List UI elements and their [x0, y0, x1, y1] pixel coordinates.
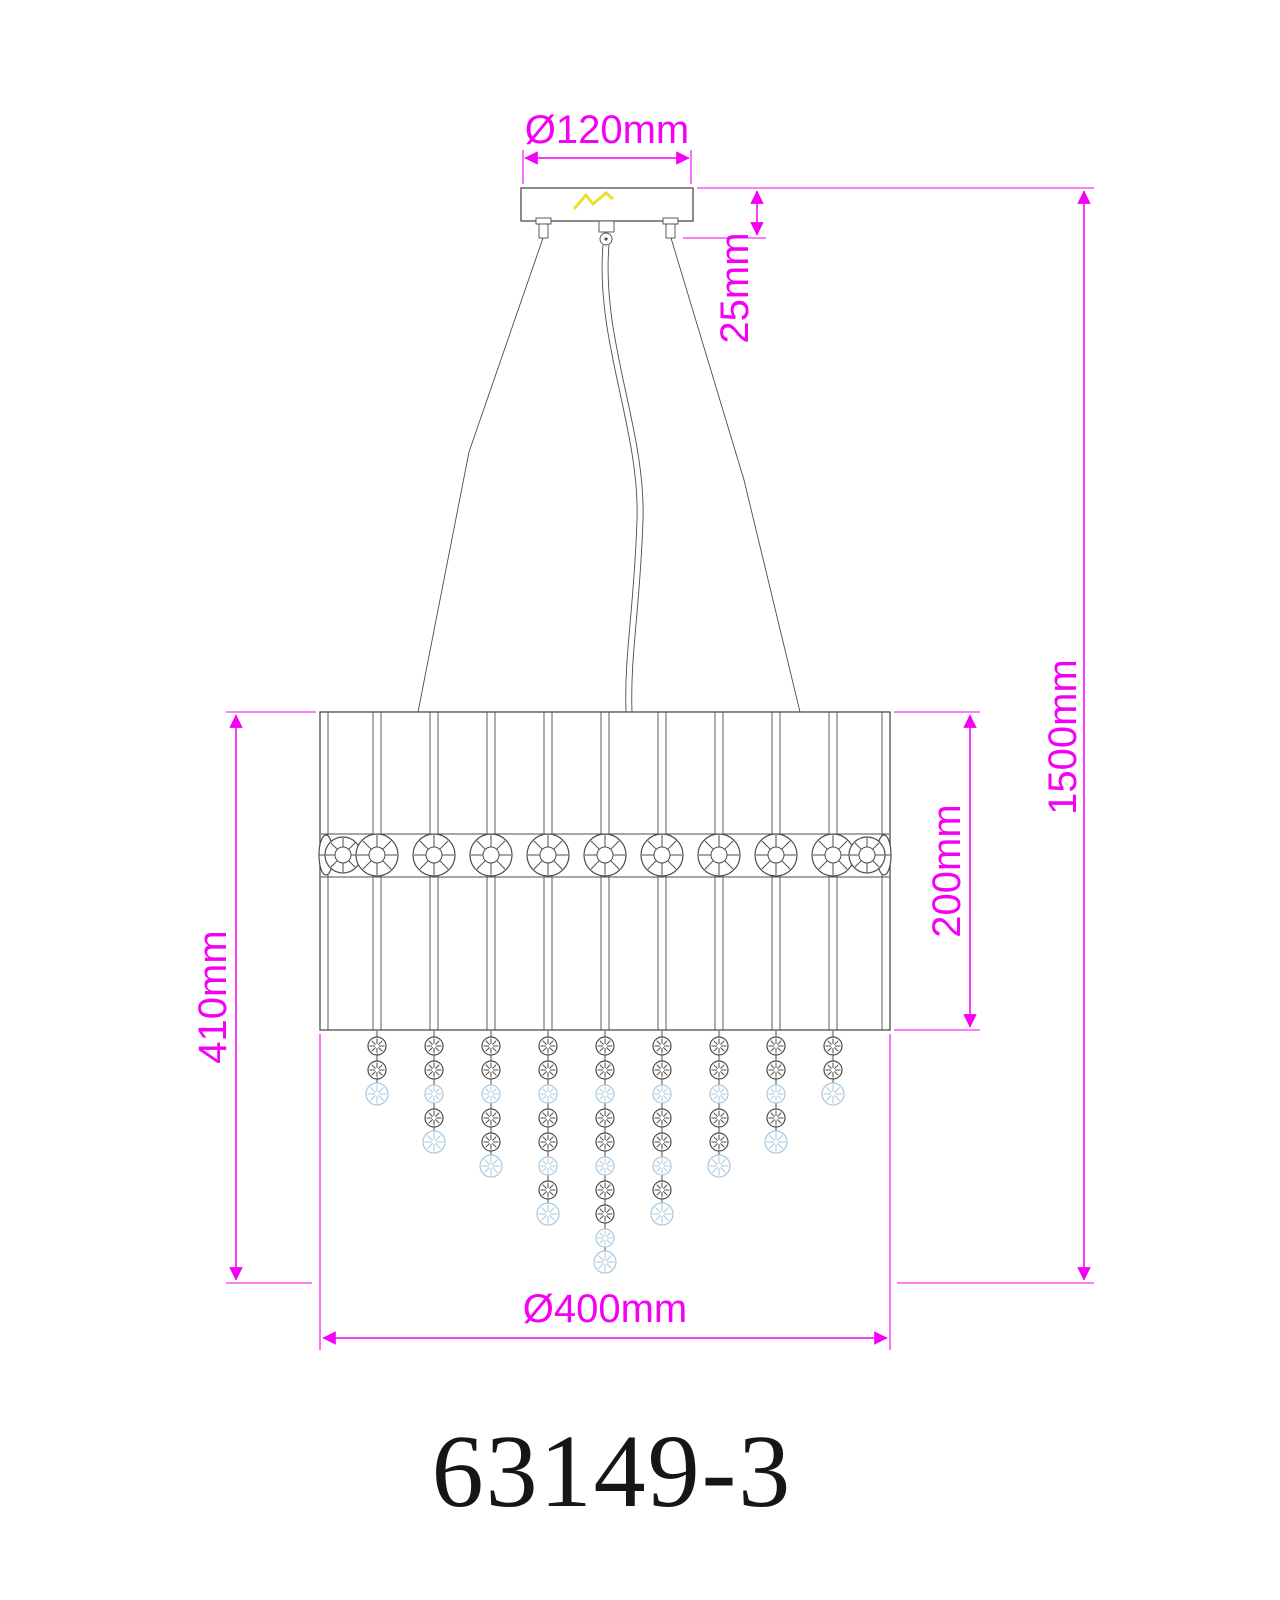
band-crystal: [811, 833, 855, 877]
band-crystal: [355, 833, 399, 877]
dim-overall-height: 1500mm: [700, 187, 1094, 1284]
suspension: [417, 237, 801, 713]
band-crystal: [583, 833, 627, 877]
suspension-wire-right: [670, 237, 801, 713]
bead-strand: [422, 1031, 446, 1154]
band-crystal: [469, 833, 513, 877]
dim-label-shade-height: 200mm: [925, 804, 969, 937]
mounting-screw-left: [535, 217, 552, 239]
suspension-wire-left: [417, 237, 544, 713]
band-crystal: [754, 833, 798, 877]
bead-strand: [593, 1031, 617, 1274]
bead-strand: [821, 1031, 845, 1106]
power-cord: [601, 244, 638, 713]
band-crystal: [848, 836, 886, 874]
band-crystal: [640, 833, 684, 877]
power-cord-edge: [607, 244, 644, 713]
dim-label-shade-diameter: Ø400mm: [523, 1287, 688, 1331]
cord-grip: [598, 220, 615, 246]
mounting-screw-right: [662, 217, 679, 239]
dim-label-canopy-height: 25mm: [713, 232, 757, 343]
dim-shade-diameter: Ø400mm: [319, 1034, 891, 1350]
bead-strands: [365, 1031, 845, 1274]
bead-strand: [365, 1031, 389, 1106]
dim-shade-height: 200mm: [894, 711, 980, 1031]
band-crystal: [697, 833, 741, 877]
band-crystal: [324, 836, 362, 874]
band-crystal: [412, 833, 456, 877]
bead-strand: [479, 1031, 503, 1178]
bead-strand: [536, 1031, 560, 1226]
highlight-mark: [572, 191, 614, 210]
drum-shade: [318, 711, 892, 1031]
dim-canopy-diameter: Ø120mm: [522, 108, 692, 184]
dim-drop-height: 410mm: [191, 711, 316, 1284]
bead-strand: [764, 1031, 788, 1154]
dim-label-drop-height: 410mm: [191, 930, 235, 1063]
dim-label-overall-height: 1500mm: [1041, 659, 1085, 815]
dim-label-canopy-diameter: Ø120mm: [525, 108, 690, 152]
dim-canopy-height: 25mm: [683, 187, 766, 344]
model-number: 63149-3: [432, 1414, 793, 1529]
bead-strand: [707, 1031, 731, 1178]
ceiling-canopy: [520, 187, 694, 246]
bead-strand: [650, 1031, 674, 1226]
crystal-band: [318, 833, 892, 877]
band-crystal: [526, 833, 570, 877]
